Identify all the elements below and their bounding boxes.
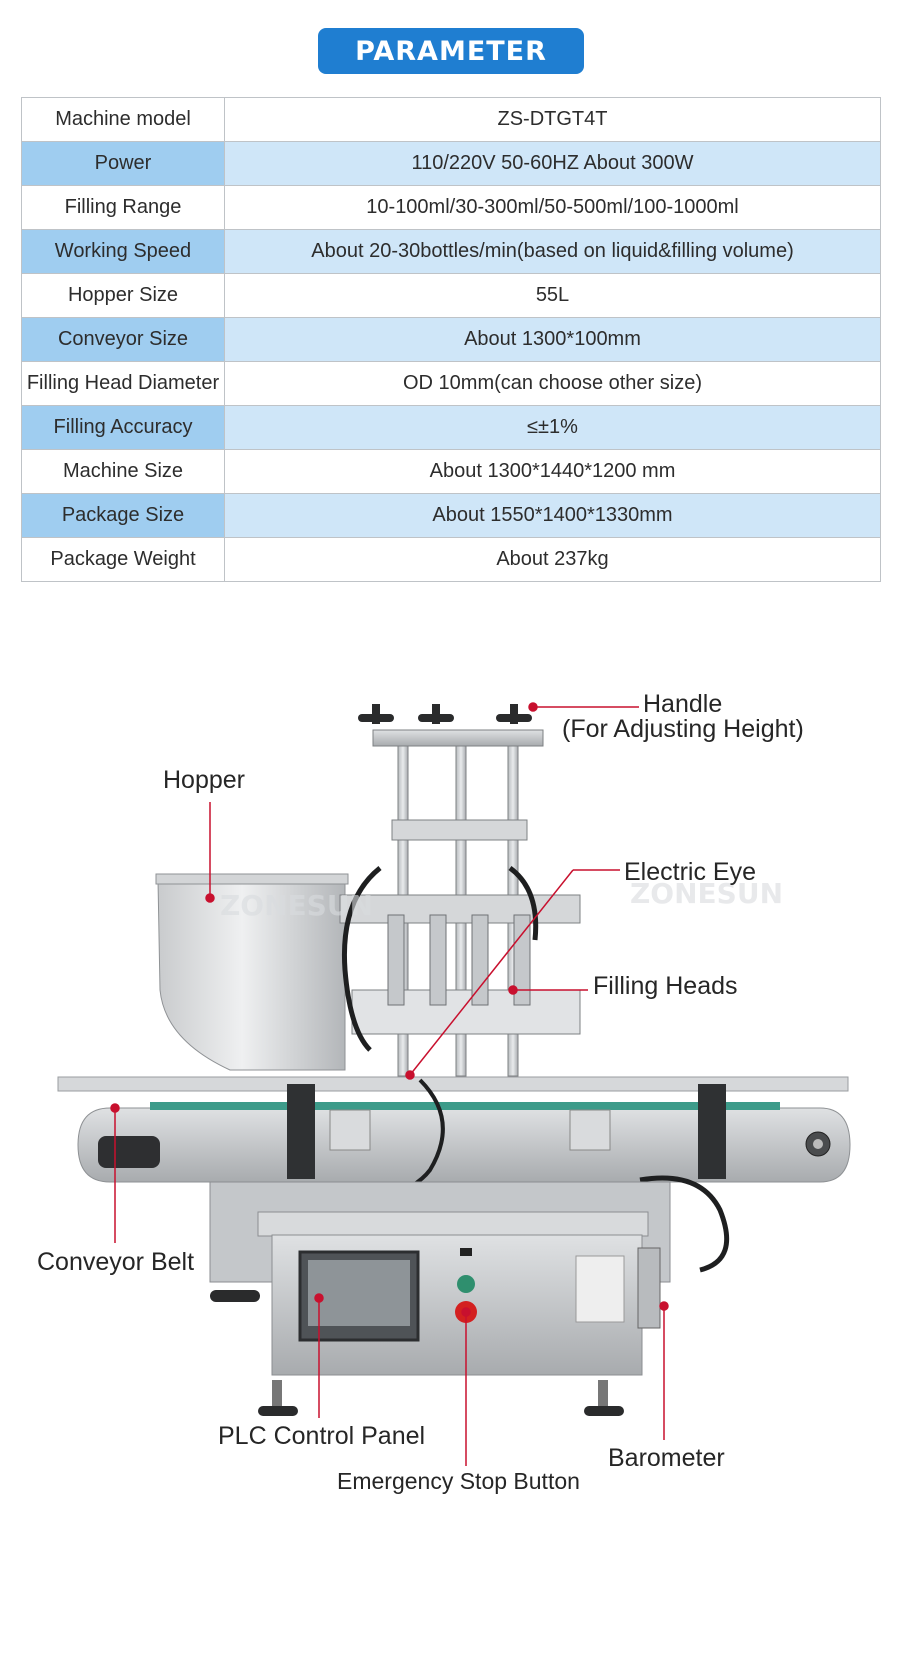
callout-electric-eye: Electric Eye — [624, 858, 756, 886]
param-value: About 237kg — [224, 537, 881, 582]
param-label: Filling Accuracy — [21, 405, 225, 450]
param-label: Package Size — [21, 493, 225, 538]
table-row: Machine model ZS-DTGT4T — [21, 97, 881, 142]
machine-base — [209, 1181, 671, 1416]
param-value: About 1300*100mm — [224, 317, 881, 362]
table-row: Hopper Size 55L — [21, 273, 881, 318]
param-label: Working Speed — [21, 229, 225, 274]
callout-dot — [405, 1070, 415, 1080]
callout-dot — [461, 1307, 471, 1317]
watermark-text: ZONESUN — [630, 877, 783, 910]
param-value: ZS-DTGT4T — [224, 97, 881, 142]
param-value: About 20-30bottles/min(based on liquid&f… — [224, 229, 881, 274]
callout-barometer: Barometer — [608, 1444, 725, 1472]
table-row: Filling Range 10-100ml/30-300ml/50-500ml… — [21, 185, 881, 230]
param-label: Conveyor Size — [21, 317, 225, 362]
table-row: Power 110/220V 50-60HZ About 300W — [21, 141, 881, 186]
param-value: About 1300*1440*1200 mm — [224, 449, 881, 494]
table-row: Filling Head Diameter OD 10mm(can choose… — [21, 361, 881, 406]
callout-emergency-stop: Emergency Stop Button — [337, 1468, 580, 1494]
table-row: Filling Accuracy ≤±1% — [21, 405, 881, 450]
callout-handle-note: (For Adjusting Height) — [562, 715, 804, 743]
page-title: PARAMETER — [318, 28, 584, 74]
filling-frame — [259, 729, 730, 1273]
param-value: ≤±1% — [224, 405, 881, 450]
callout-lines — [110, 702, 669, 1466]
callout-dot — [110, 1103, 120, 1113]
watermark-text: ZONESUN — [220, 889, 373, 922]
callout-plc-panel: PLC Control Panel — [218, 1422, 426, 1450]
table-row: Conveyor Size About 1300*100mm — [21, 317, 881, 362]
machine-diagram: ZONESUN ZONESUN Handle (For Adjusting He… — [0, 690, 900, 1650]
param-value: 110/220V 50-60HZ About 300W — [224, 141, 881, 186]
callout-conveyor-belt: Conveyor Belt — [37, 1248, 195, 1276]
callout-handle: Handle — [643, 690, 723, 718]
table-row: Package Size About 1550*1400*1330mm — [21, 493, 881, 538]
table-row: Machine Size About 1300*1440*1200 mm — [21, 449, 881, 494]
callout-dot — [314, 1293, 324, 1303]
hopper — [155, 873, 349, 1071]
param-label: Filling Range — [21, 185, 225, 230]
param-value: About 1550*1400*1330mm — [224, 493, 881, 538]
param-label: Filling Head Diameter — [21, 361, 225, 406]
callout-dot — [528, 702, 538, 712]
callout-dot — [205, 893, 215, 903]
conveyor — [57, 1076, 851, 1183]
param-value: 55L — [224, 273, 881, 318]
callout-dot — [659, 1301, 669, 1311]
callout-dot — [508, 985, 518, 995]
param-label: Machine Size — [21, 449, 225, 494]
table-row: Working Speed About 20-30bottles/min(bas… — [21, 229, 881, 274]
param-label: Hopper Size — [21, 273, 225, 318]
param-label: Power — [21, 141, 225, 186]
table-row: Package Weight About 237kg — [21, 537, 881, 582]
parameter-table: Machine model ZS-DTGT4T Power 110/220V 5… — [21, 97, 881, 582]
param-label: Machine model — [21, 97, 225, 142]
param-label: Package Weight — [21, 537, 225, 582]
param-value: 10-100ml/30-300ml/50-500ml/100-1000ml — [224, 185, 881, 230]
machine-illustration: ZONESUN ZONESUN — [57, 702, 851, 1466]
param-value: OD 10mm(can choose other size) — [224, 361, 881, 406]
handle-knobs — [358, 704, 532, 724]
callout-hopper: Hopper — [163, 766, 245, 794]
callout-filling-heads: Filling Heads — [593, 972, 738, 1000]
